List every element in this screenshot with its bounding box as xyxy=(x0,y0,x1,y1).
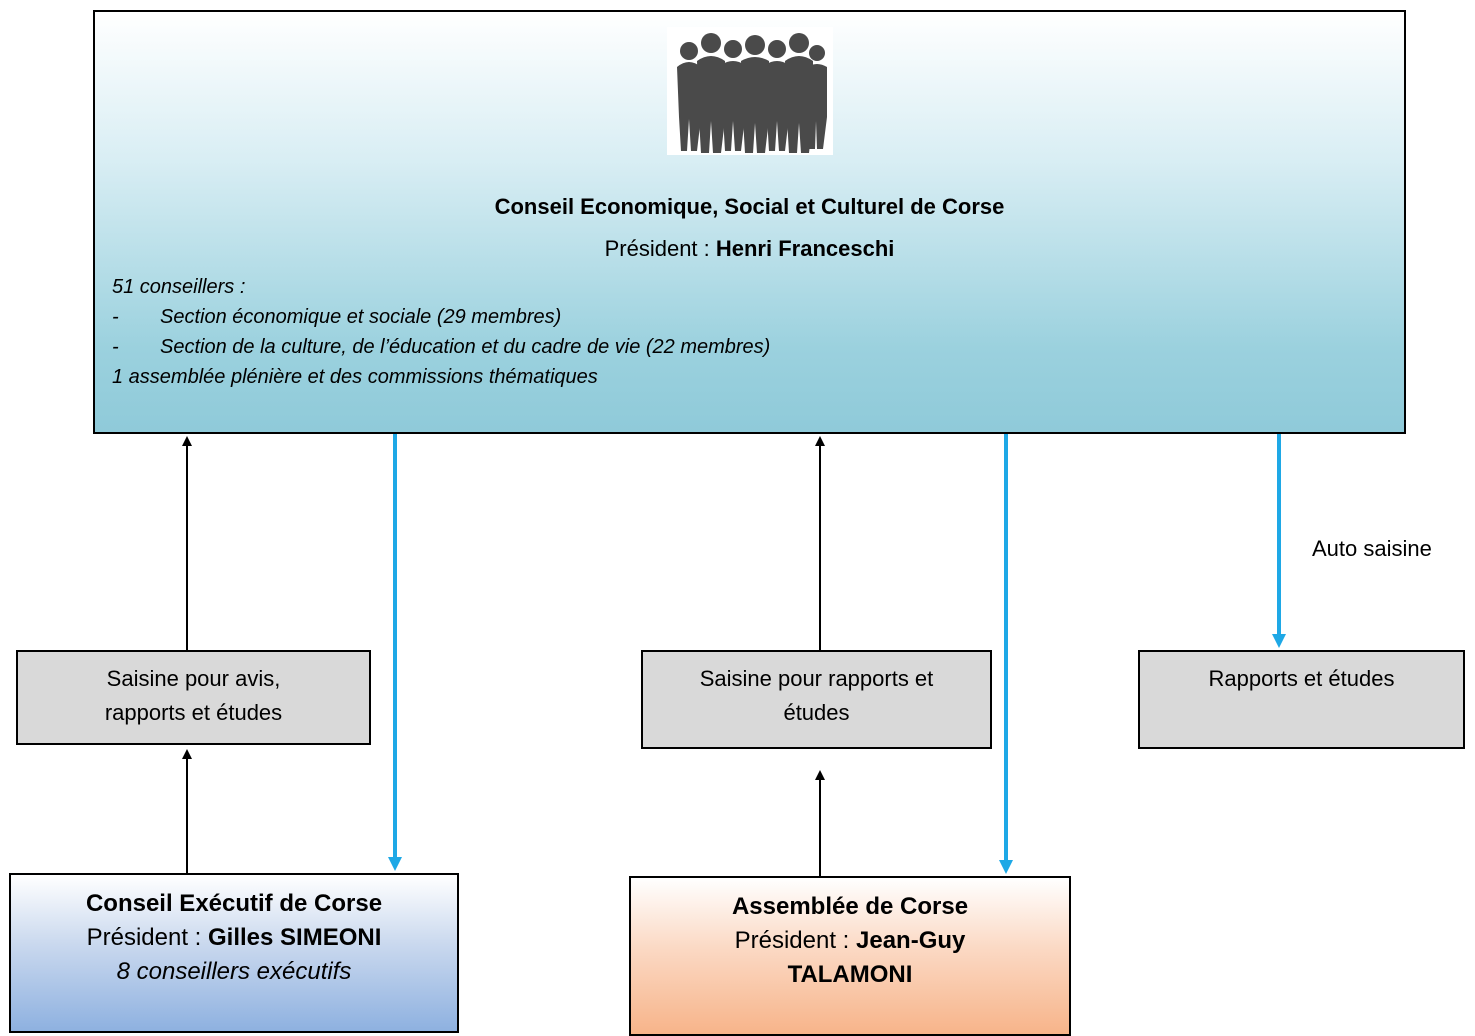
president-label: Président : xyxy=(604,236,716,261)
assemblee-box: Assemblée de Corse Président : Jean-Guy … xyxy=(629,876,1071,1036)
auto-saisine-label: Auto saisine xyxy=(1312,536,1432,561)
cesc-president: Président : Henri Franceschi xyxy=(95,234,1404,264)
president-name: Henri Franceschi xyxy=(715,236,895,261)
details-line: 1 assemblée plénière et des commissions … xyxy=(112,366,598,388)
section-culture: Section de la culture, de l’éducation et… xyxy=(160,336,771,358)
bullet-dash: - xyxy=(112,306,119,328)
details-line: 51 conseillers : xyxy=(112,276,246,298)
cesc-details: 51 conseillers : - Section économique et … xyxy=(112,272,770,392)
conseil-executif-title: Conseil Exécutif de Corse xyxy=(85,890,383,917)
details-section-item: - Section économique et sociale (29 membr… xyxy=(112,302,770,332)
assemblee-president: Président : Jean-Guy xyxy=(631,924,1069,958)
assemblee-title: Assemblée de Corse xyxy=(731,893,969,920)
saisine-rapports-box: Saisine pour rapports et études xyxy=(641,650,992,749)
president-label: Président : xyxy=(86,924,208,951)
president-name: Jean-Guy xyxy=(856,927,966,954)
cesc-box: Conseil Economique, Social et Culturel d… xyxy=(93,10,1406,434)
saisine-avis-line2: rapports et études xyxy=(104,700,283,725)
saisine-rapports-line1: Saisine pour rapports et xyxy=(699,666,934,691)
assemblee-president-name-2: TALAMONI xyxy=(787,961,913,988)
saisine-rapports-line2: études xyxy=(783,700,850,725)
bullet-dash: - xyxy=(112,336,119,358)
details-section-item: - Section de la culture, de l’éducation e… xyxy=(112,332,770,362)
saisine-avis-line1: Saisine pour avis, xyxy=(106,666,281,691)
cesc-title: Conseil Economique, Social et Culturel d… xyxy=(494,194,1005,219)
rapports-etudes-label: Rapports et études xyxy=(1208,666,1395,691)
president-name: Gilles SIMEONI xyxy=(208,924,382,951)
group-silhouette-icon xyxy=(667,27,833,155)
conseil-executif-note: 8 conseillers exécutifs xyxy=(116,958,352,985)
rapports-etudes-box: Rapports et études xyxy=(1138,650,1465,749)
conseil-executif-president: Président : Gilles SIMEONI xyxy=(11,921,457,955)
conseil-executif-box: Conseil Exécutif de Corse Président : Gi… xyxy=(9,873,459,1033)
saisine-avis-box: Saisine pour avis, rapports et études xyxy=(16,650,371,745)
section-economique: Section économique et sociale (29 membre… xyxy=(160,306,562,328)
president-label: Président : xyxy=(734,927,857,954)
